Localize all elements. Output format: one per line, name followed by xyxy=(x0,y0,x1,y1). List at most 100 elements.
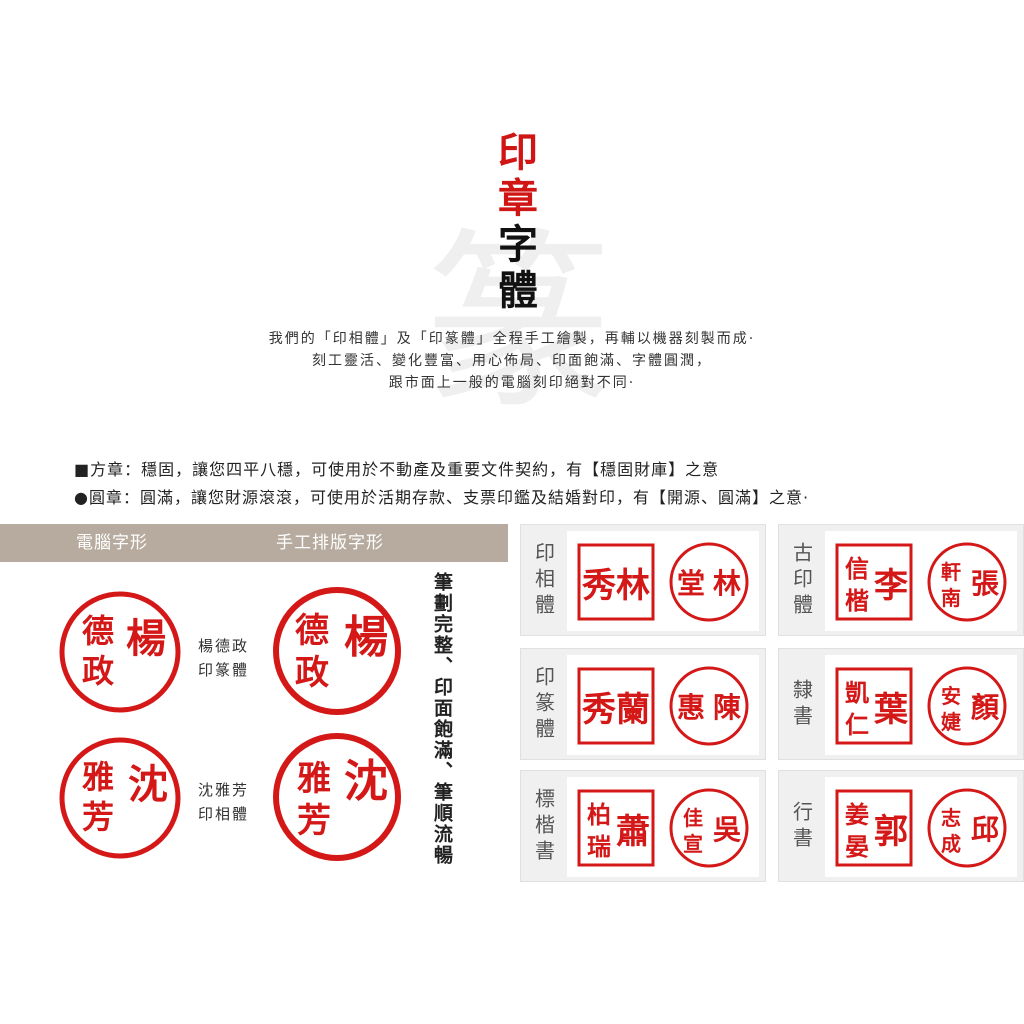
seal-char: 林 xyxy=(616,566,650,606)
computer-font-label: 電腦字形 xyxy=(76,533,148,553)
style-panel: 古印體 李信楷 張軒南 xyxy=(778,524,1024,636)
style-panel-label: 印篆體 xyxy=(531,666,556,744)
seal-char: 秀 xyxy=(581,690,616,730)
seal-computer-yang: 楊 德 政 xyxy=(59,591,181,713)
square-seal-border xyxy=(835,543,913,621)
caption-row-2: 沈雅芳 印相體 xyxy=(198,778,249,826)
seal-char: 秀 xyxy=(581,566,616,606)
round-seal-border xyxy=(669,788,749,868)
caption-style-2: 印相體 xyxy=(198,805,250,823)
seal-char: 邱 xyxy=(971,813,999,846)
style-panel-samples: 林秀林堂 xyxy=(567,531,759,631)
seal-char: 堂 xyxy=(677,567,705,600)
seal-char: 信 xyxy=(845,554,869,583)
seal-handmade-shen: 沈 雅 芳 xyxy=(273,733,401,861)
round-seal-border xyxy=(927,666,1007,746)
seal-char: 德 xyxy=(295,611,329,651)
style-panel-samples: 郭姜晏邱志成 xyxy=(825,777,1017,877)
seal-char: 楷 xyxy=(845,586,869,615)
seal-char: 沈 xyxy=(128,761,168,808)
seal-char: 林 xyxy=(713,567,741,600)
seal-char: 政 xyxy=(82,652,114,690)
title-char-2: 章 xyxy=(498,175,538,222)
seal-shape-notes: ■方章：穩固，讓您四平八穩，可使用於不動產及重要文件契約，有【穩固財庫】之意 ●… xyxy=(74,456,809,512)
seal-char: 李 xyxy=(874,566,908,606)
seal-char: 楊 xyxy=(344,612,388,663)
square-seal-border xyxy=(577,543,655,621)
seal-char: 雅 xyxy=(82,758,114,796)
comparison-header-band: 電腦字形 手工排版字形 xyxy=(0,524,508,562)
seal-char: 凱 xyxy=(845,678,869,707)
seal-char: 張 xyxy=(971,567,999,600)
style-sample-svg: 李信楷 張軒南 xyxy=(835,542,1007,622)
title-char-3: 字 xyxy=(498,221,538,268)
seal-computer-shen: 沈 雅 芳 xyxy=(59,737,181,859)
seal-char: 政 xyxy=(295,653,329,693)
seal-char: 佳 xyxy=(683,806,703,830)
style-panel-label: 標楷書 xyxy=(531,788,556,866)
seal-char: 婕 xyxy=(941,710,962,734)
style-sample-svg: 葉凱仁 顏安婕 xyxy=(835,666,1007,746)
style-panel-samples: 葉凱仁 顏安婕 xyxy=(825,655,1017,755)
round-seal-note: ●圓章：圓滿，讓您財源滾滾，可使用於活期存款、支票印鑑及結婚對印，有【開源、圓滿… xyxy=(74,488,810,507)
square-seal-border xyxy=(577,789,655,867)
seal-char: 顏 xyxy=(971,691,1000,724)
watermark-character: 篆 xyxy=(422,214,613,435)
style-panel: 標楷書 蕭柏瑞 吳佳宣 xyxy=(520,770,766,882)
page-title: 印 章 字 體 xyxy=(488,130,548,314)
intro-line-3: 跟市面上一般的電腦刻印絕對不同· xyxy=(388,375,636,391)
title-char-4: 體 xyxy=(498,267,538,314)
seal-char: 吳 xyxy=(713,813,742,846)
intro-line-1: 我們的「印相體」及「印篆體」全程手工繪製，再輔以機器刻製而成· xyxy=(268,331,756,347)
caption-name-1: 楊德政 xyxy=(198,637,250,655)
seal-char: 仁 xyxy=(845,710,869,739)
style-panel-label: 隸書 xyxy=(789,679,814,731)
round-seal-border xyxy=(669,666,749,746)
seal-char: 楊 xyxy=(126,615,166,662)
caption-style-1: 印篆體 xyxy=(198,661,250,679)
round-seal-border xyxy=(669,542,749,622)
caption-row-1: 楊德政 印篆體 xyxy=(198,634,249,682)
style-sample-svg: 蘭秀陳惠 xyxy=(577,666,749,746)
seal-char: 沈 xyxy=(344,756,388,807)
title-char-1: 印 xyxy=(498,129,538,176)
style-panel: 行書郭姜晏邱志成 xyxy=(778,770,1024,882)
seal-char: 志 xyxy=(941,806,961,830)
style-panel-label: 古印體 xyxy=(789,542,814,620)
seal-char: 安 xyxy=(941,684,961,708)
seal-char: 惠 xyxy=(677,691,705,724)
seal-char: 芳 xyxy=(297,801,331,841)
square-seal-border xyxy=(835,667,913,745)
seal-char: 芳 xyxy=(82,798,114,836)
intro-text: 我們的「印相體」及「印篆體」全程手工繪製，再輔以機器刻製而成· 刻工靈活、變化豐… xyxy=(0,328,1024,394)
seal-char: 雅 xyxy=(297,759,331,799)
seal-char: 南 xyxy=(941,586,961,610)
seal-char: 德 xyxy=(82,612,114,650)
caption-name-2: 沈雅芳 xyxy=(198,781,250,799)
style-sample-svg: 蕭柏瑞 吳佳宣 xyxy=(577,788,749,868)
style-panel-label: 行書 xyxy=(789,801,814,853)
seal-char: 軒 xyxy=(941,560,961,584)
seal-char: 陳 xyxy=(713,691,742,724)
seal-char: 晏 xyxy=(845,832,869,861)
intro-line-2: 刻工靈活、變化豐富、用心佈局、印面飽滿、字體圓潤， xyxy=(312,353,712,369)
seal-char: 柏 xyxy=(587,800,611,829)
round-seal-border xyxy=(927,788,1007,868)
seal-char: 郭 xyxy=(874,812,908,852)
square-seal-note: ■方章：穩固，讓您四平八穩，可使用於不動產及重要文件契約，有【穩固財庫】之意 xyxy=(74,460,720,479)
square-seal-border xyxy=(835,789,913,867)
style-sample-svg: 林秀林堂 xyxy=(577,542,749,622)
seal-handmade-yang: 楊 德 政 xyxy=(273,587,401,715)
style-panel-label: 印相體 xyxy=(531,542,556,620)
seal-char: 葉 xyxy=(873,690,909,730)
seal-char: 宣 xyxy=(683,832,703,856)
seal-char: 瑞 xyxy=(587,832,611,861)
style-panel-samples: 蘭秀陳惠 xyxy=(567,655,759,755)
style-panel: 隸書 葉凱仁 顏安婕 xyxy=(778,648,1024,760)
handmade-benefits-vertical: 筆劃完整、印面飽滿、筆順流暢 xyxy=(431,572,453,866)
seal-char: 蕭 xyxy=(616,812,650,852)
seal-char: 姜 xyxy=(845,800,869,829)
style-panel-samples: 蕭柏瑞 吳佳宣 xyxy=(567,777,759,877)
square-seal-border xyxy=(577,667,655,745)
